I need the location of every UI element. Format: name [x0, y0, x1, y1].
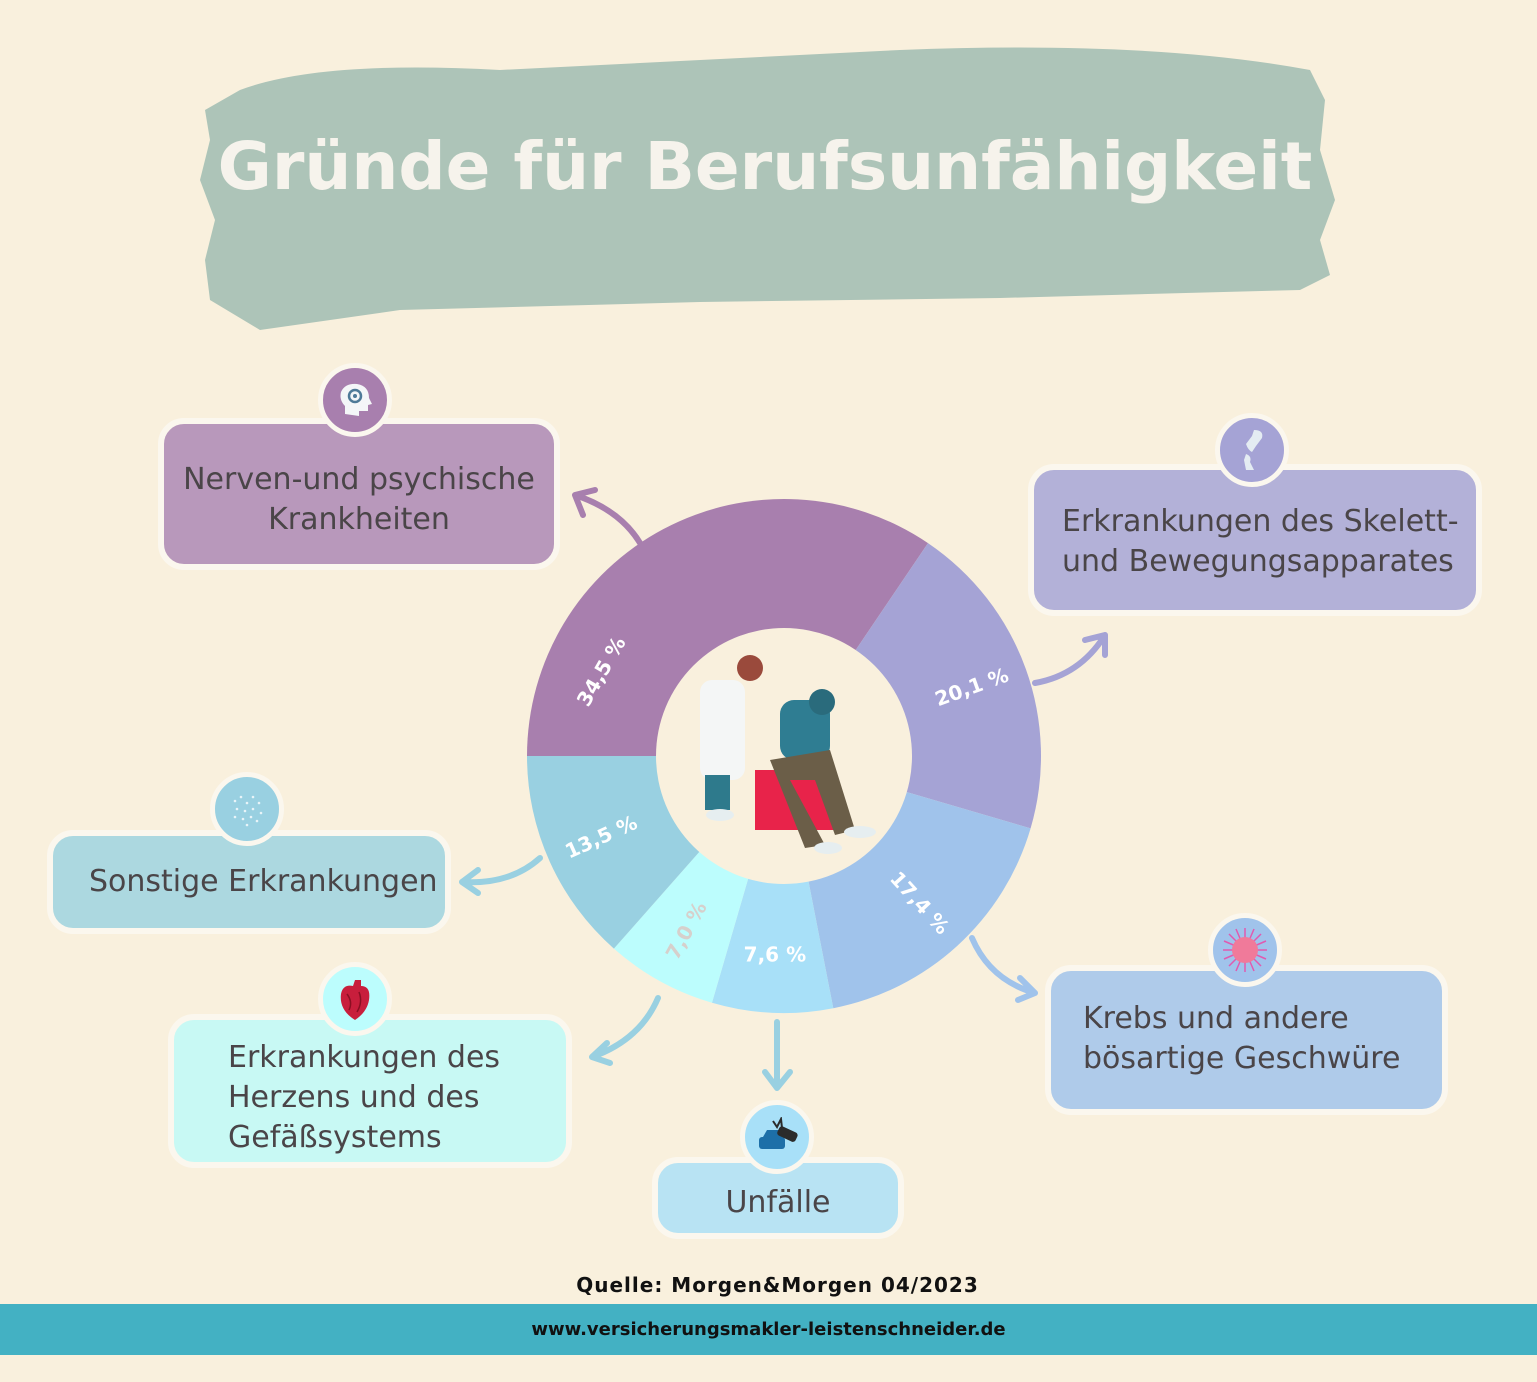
arrow-krebs: [969, 935, 1038, 1003]
source-note: Quelle: Morgen&Morgen 04/2023: [576, 1273, 979, 1297]
donut-slice: [711, 756, 834, 1013]
slice-value-label: 7,6 %: [744, 942, 806, 966]
heart-icon: [318, 962, 392, 1036]
category-label: und Bewegungsapparates: [1062, 544, 1454, 579]
bone-joint-icon: [1215, 413, 1289, 487]
category-label: Erkrankungen des: [228, 1040, 501, 1075]
category-label: Unfälle: [725, 1185, 831, 1220]
footer-bar: www.versicherungsmakler-leistenschneider…: [0, 1304, 1537, 1355]
category-label: Krebs und andere: [1083, 1001, 1349, 1036]
category-label: Sonstige Erkrankungen: [89, 864, 438, 899]
category-box-herz: Erkrankungen des Herzens und des Gefäßsy…: [168, 1014, 572, 1168]
category-label: Herzens und des: [228, 1080, 480, 1115]
brain-gear-icon: [318, 363, 392, 437]
car-crash-icon: [740, 1100, 814, 1174]
category-box-skelett: Erkrankungen des Skelett- und Bewegungsa…: [1028, 464, 1482, 616]
doctor-patient-illustration: [700, 655, 876, 854]
category-box-krebs: Krebs und andere bösartige Geschwüre: [1045, 965, 1448, 1115]
category-label: bösartige Geschwüre: [1083, 1041, 1401, 1076]
virus-cell-icon: [1208, 913, 1282, 987]
dots-icon: [210, 772, 284, 846]
donut-slice: [527, 498, 928, 756]
category-box-sonstige: Sonstige Erkrankungen: [47, 830, 451, 934]
arrow-unfaelle: [762, 1019, 793, 1091]
donut-hole: [656, 628, 912, 884]
arrows: [459, 487, 1108, 1091]
category-label: Krankheiten: [268, 502, 450, 537]
category-label: Gefäßsystems: [228, 1120, 442, 1155]
footer-url[interactable]: www.versicherungsmakler-leistenschneider…: [531, 1319, 1006, 1340]
arrow-skelett: [1032, 632, 1108, 686]
category-label: Erkrankungen des Skelett-: [1062, 504, 1459, 539]
category-box-nerven: Nerven-und psychische Krankheiten: [158, 418, 560, 570]
arrow-sonstige: [459, 855, 543, 896]
arrow-herz: [589, 995, 661, 1066]
category-label: Nerven-und psychische: [183, 462, 535, 497]
page-title: Gründe für Berufsunfähigkeit: [217, 128, 1313, 205]
arrow-nerven: [572, 487, 643, 546]
title-banner: [200, 47, 1335, 330]
